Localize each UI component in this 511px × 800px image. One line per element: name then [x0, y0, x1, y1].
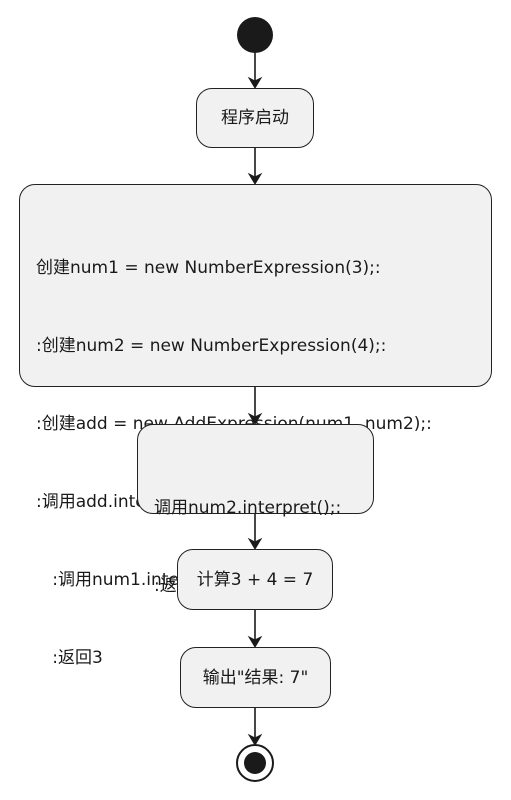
edge-arrowhead-2: [247, 172, 263, 185]
node-output: 输出"结果: 7": [180, 647, 331, 708]
node-compute: 计算3 + 4 = 7: [177, 549, 333, 610]
node-create-line-1: 创建num1 = new NumberExpression(3);:: [36, 258, 381, 278]
edge-arrowhead-4: [247, 537, 263, 550]
edge-arrowhead-1: [247, 76, 263, 89]
edge-arrowhead-6: [247, 733, 263, 746]
node-create-line-2: :创建num2 = new NumberExpression(4);:: [36, 336, 387, 356]
edge-arrowhead-3: [247, 412, 263, 425]
node-create-line-6: :返回3: [36, 648, 103, 668]
node-compute-text: 计算3 + 4 = 7: [196, 569, 314, 590]
node-create-and-interpret: 创建num1 = new NumberExpression(3);: :创建nu…: [19, 184, 492, 668]
node-interpret-num2-line-1: 调用num2.interpret();:: [154, 498, 342, 518]
node-interpret-num2: 调用num2.interpret();: :返回4: [137, 424, 374, 596]
edge-arrowhead-5: [247, 635, 263, 648]
node-program-start: 程序启动: [196, 88, 314, 148]
end-node-dot: [244, 752, 266, 774]
node-output-text: 输出"结果: 7": [202, 667, 309, 688]
node-program-start-text: 程序启动: [221, 108, 289, 128]
start-node: [237, 17, 273, 53]
